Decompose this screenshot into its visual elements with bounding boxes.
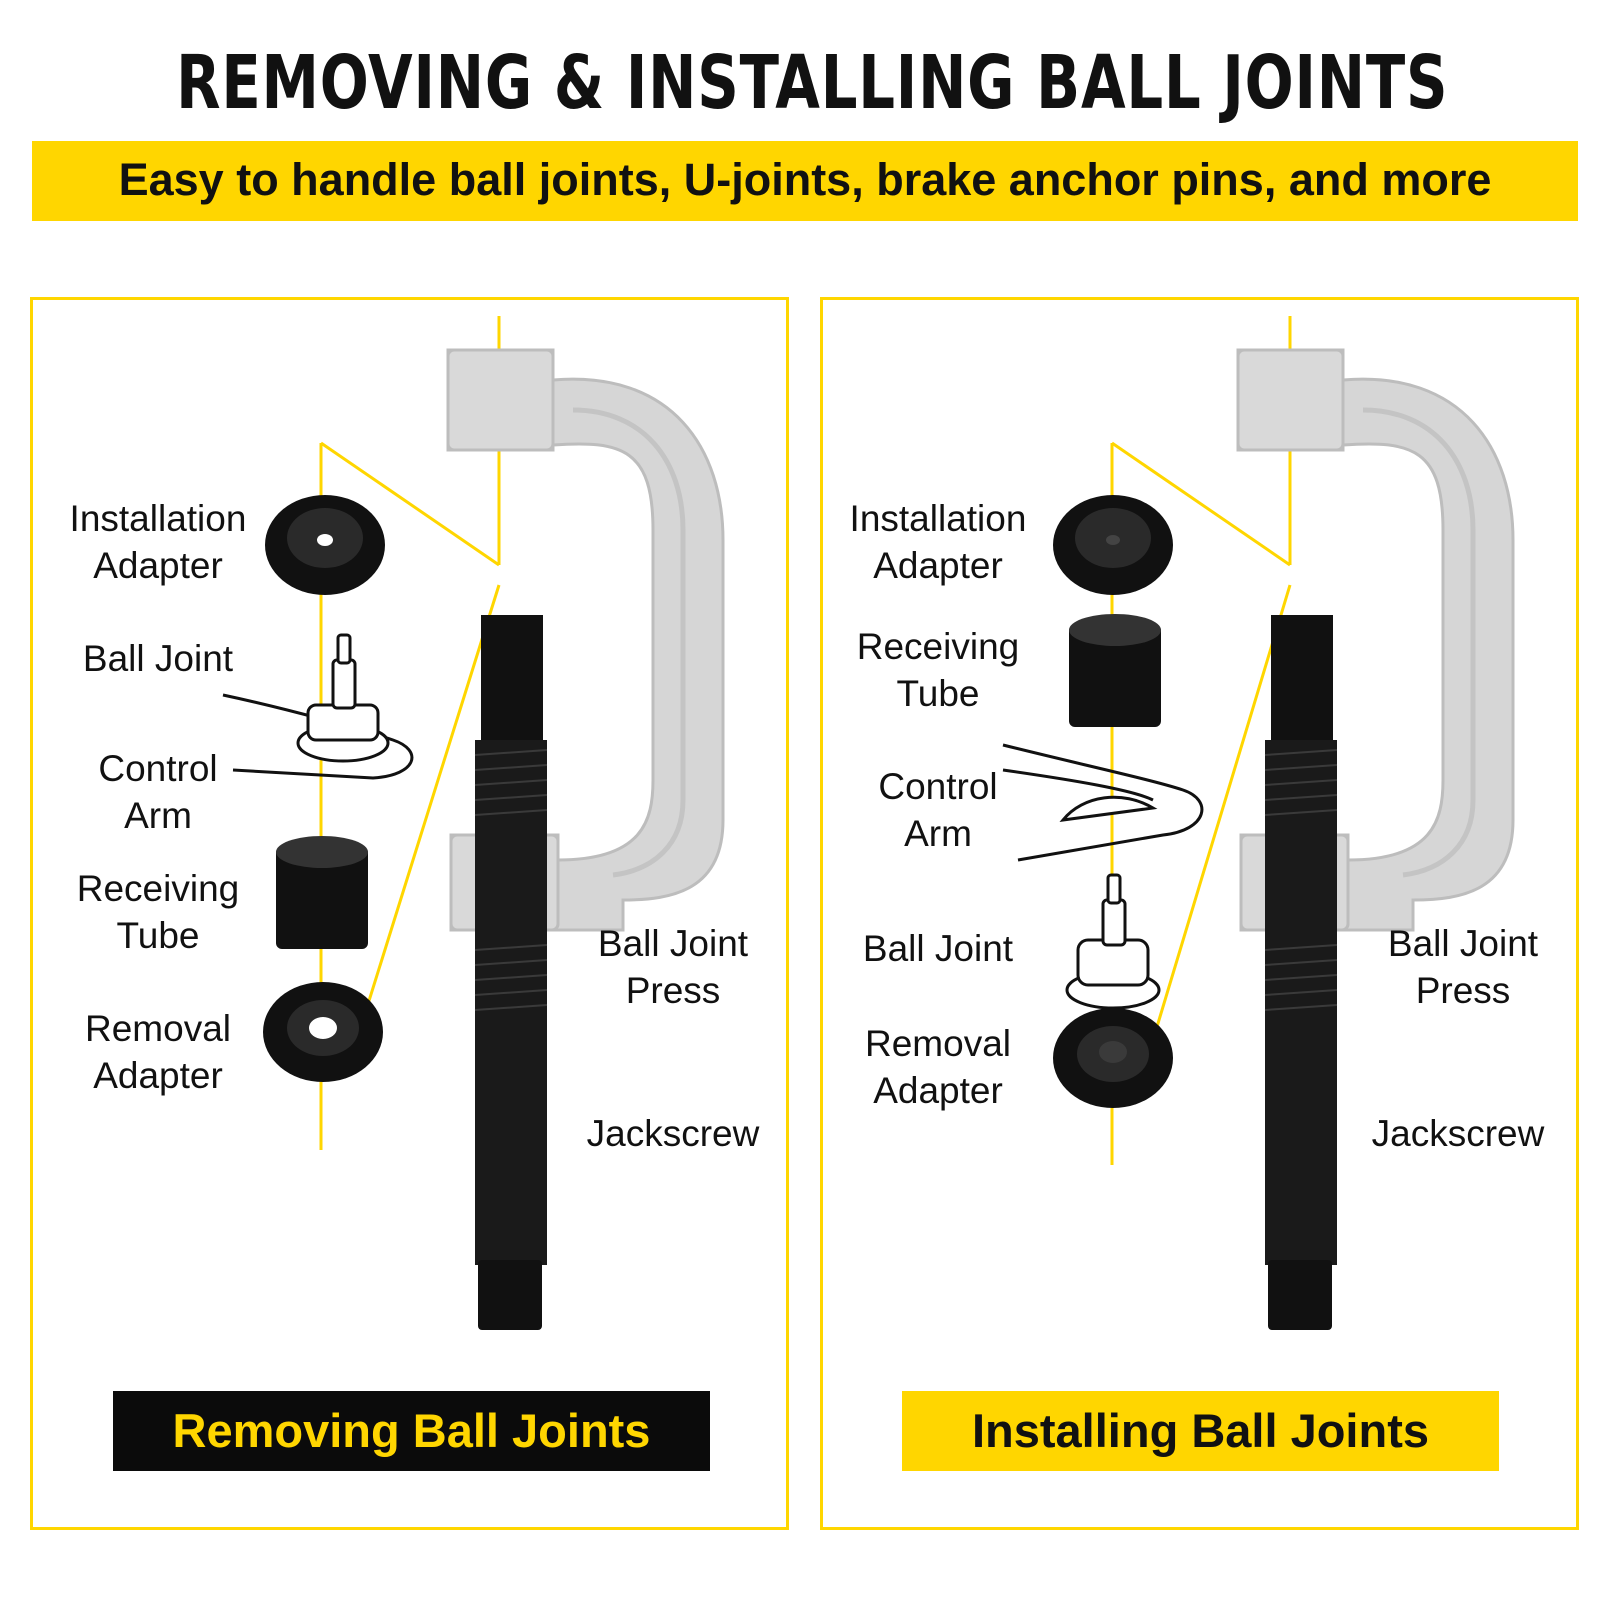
- label-control-arm: Control Arm: [878, 766, 998, 854]
- ball-joint-icon: [222, 633, 414, 780]
- label-jackscrew: Jackscrew: [586, 1113, 760, 1154]
- jackscrew-icon: [1264, 615, 1338, 1330]
- removal-adapter-icon: [1053, 1008, 1173, 1108]
- label-receiving-tube: Receiving Tube: [856, 626, 1020, 714]
- label-ball-joint-press: Ball Joint Press: [597, 923, 749, 1011]
- label-removal-adapter: Removal Adapter: [865, 1023, 1011, 1111]
- control-arm-icon: [1002, 743, 1204, 862]
- installation-adapter-icon: [265, 495, 385, 595]
- label-installation-adapter: Installation Adapter: [69, 498, 247, 586]
- installing-diagram: [1002, 316, 1515, 1330]
- receiving-tube-icon: [276, 836, 368, 949]
- installing-ball-joints-label: Installing Ball Joints: [902, 1391, 1499, 1471]
- label-ball-joint: Ball Joint: [82, 638, 234, 679]
- page-title: REMOVING & INSTALLING BALL JOINTS: [176, 40, 1449, 126]
- removing-diagram: [222, 316, 725, 1330]
- label-ball-joint: Ball Joint: [862, 928, 1014, 969]
- removing-ball-joints-label: Removing Ball Joints: [113, 1391, 710, 1471]
- subtitle-text: Easy to handle ball joints, U-joints, br…: [118, 154, 1492, 205]
- label-ball-joint-press: Ball Joint Press: [1387, 923, 1539, 1011]
- subtitle-banner: Easy to handle ball joints, U-joints, br…: [32, 141, 1578, 221]
- installing-panel: Installation Adapter Receiving Tube Cont…: [820, 297, 1579, 1530]
- label-jackscrew: Jackscrew: [1371, 1113, 1545, 1154]
- label-receiving-tube: Receiving Tube: [76, 868, 240, 956]
- ball-joint-icon: [1065, 873, 1161, 1010]
- removing-panel: Installation Adapter Ball Joint Control …: [30, 297, 789, 1530]
- label-control-arm: Control Arm: [98, 748, 218, 836]
- jackscrew-icon: [474, 615, 548, 1330]
- installation-adapter-icon: [1053, 495, 1173, 595]
- removal-adapter-icon: [263, 982, 383, 1082]
- label-removal-adapter: Removal Adapter: [85, 1008, 231, 1096]
- label-installation-adapter: Installation Adapter: [849, 498, 1027, 586]
- receiving-tube-icon: [1069, 614, 1161, 727]
